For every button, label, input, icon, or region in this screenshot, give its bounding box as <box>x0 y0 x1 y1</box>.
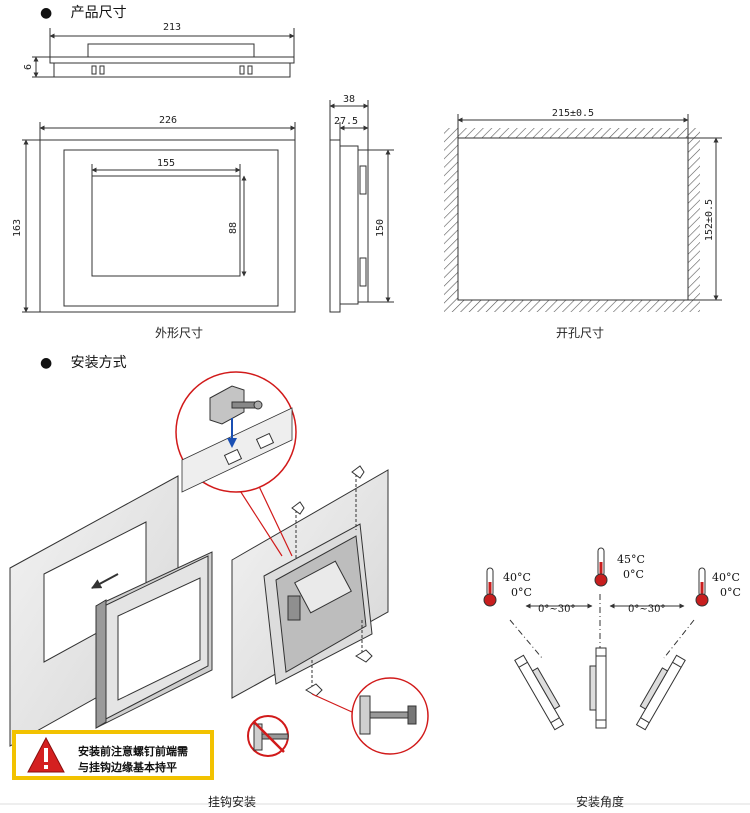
thermometer-icon <box>594 547 608 587</box>
top-view <box>32 28 295 78</box>
center-temp-low: 0°C <box>623 568 644 581</box>
left-temp-high: 40°C <box>503 571 531 584</box>
dim-side-height: 150 <box>375 219 386 237</box>
warning-box: 安装前注意螺钉前端需 与挂钩边缘基本持平 <box>12 730 214 780</box>
dim-top-thickness: 6 <box>23 64 34 70</box>
install-right-panel <box>231 465 389 699</box>
thermometer-icon <box>695 567 709 607</box>
install-angle-caption: 安装角度 <box>576 795 625 809</box>
right-angle-range: 0°~30° <box>628 604 665 615</box>
dim-screen-width: 155 <box>157 158 175 169</box>
screw-detail-callout <box>311 677 429 755</box>
outline-caption: 外形尺寸 <box>155 326 204 340</box>
hook-detail-callout <box>175 371 297 557</box>
cutout-view <box>444 114 722 312</box>
side-view <box>329 100 394 313</box>
thermometer-icon <box>483 567 497 607</box>
dim-top-width: 213 <box>163 22 181 33</box>
angle-diagram <box>483 547 709 731</box>
no-entry-icon <box>247 715 289 757</box>
left-angle-range: 0°~30° <box>538 604 575 615</box>
right-temp-low: 0°C <box>720 586 741 599</box>
bullet-dot: ● <box>40 5 53 21</box>
size-section-heading: ● 产品尺寸 <box>40 2 127 22</box>
dim-cutout-width: 215±0.5 <box>552 108 594 119</box>
right-temp-high: 40°C <box>712 571 740 584</box>
hmi-device <box>95 551 213 729</box>
install-heading-text: 安装方式 <box>70 355 127 371</box>
front-view <box>22 122 296 313</box>
warning-line-1: 安装前注意螺钉前端需 <box>78 745 188 758</box>
warning-triangle-icon <box>27 736 65 773</box>
dim-front-height: 163 <box>12 219 23 237</box>
cutout-caption: 开孔尺寸 <box>556 326 605 340</box>
dim-side-depth: 38 <box>343 94 355 105</box>
center-temp-high: 45°C <box>617 553 645 566</box>
hook-install-caption: 挂钩安装 <box>208 795 257 809</box>
dim-front-width: 226 <box>159 115 177 126</box>
warning-text: 安装前注意螺钉前端需 与挂钩边缘基本持平 <box>78 744 188 776</box>
left-temp-low: 0°C <box>511 586 532 599</box>
dim-side-depth-inner: 27.5 <box>334 116 358 127</box>
bullet-dot: ● <box>40 355 53 371</box>
warning-line-2: 与挂钩边缘基本持平 <box>78 761 177 774</box>
dim-screen-height: 88 <box>228 222 239 234</box>
dim-cutout-height: 152±0.5 <box>704 199 715 241</box>
install-section-heading: ● 安装方式 <box>40 352 127 372</box>
size-heading-text: 产品尺寸 <box>70 5 127 21</box>
